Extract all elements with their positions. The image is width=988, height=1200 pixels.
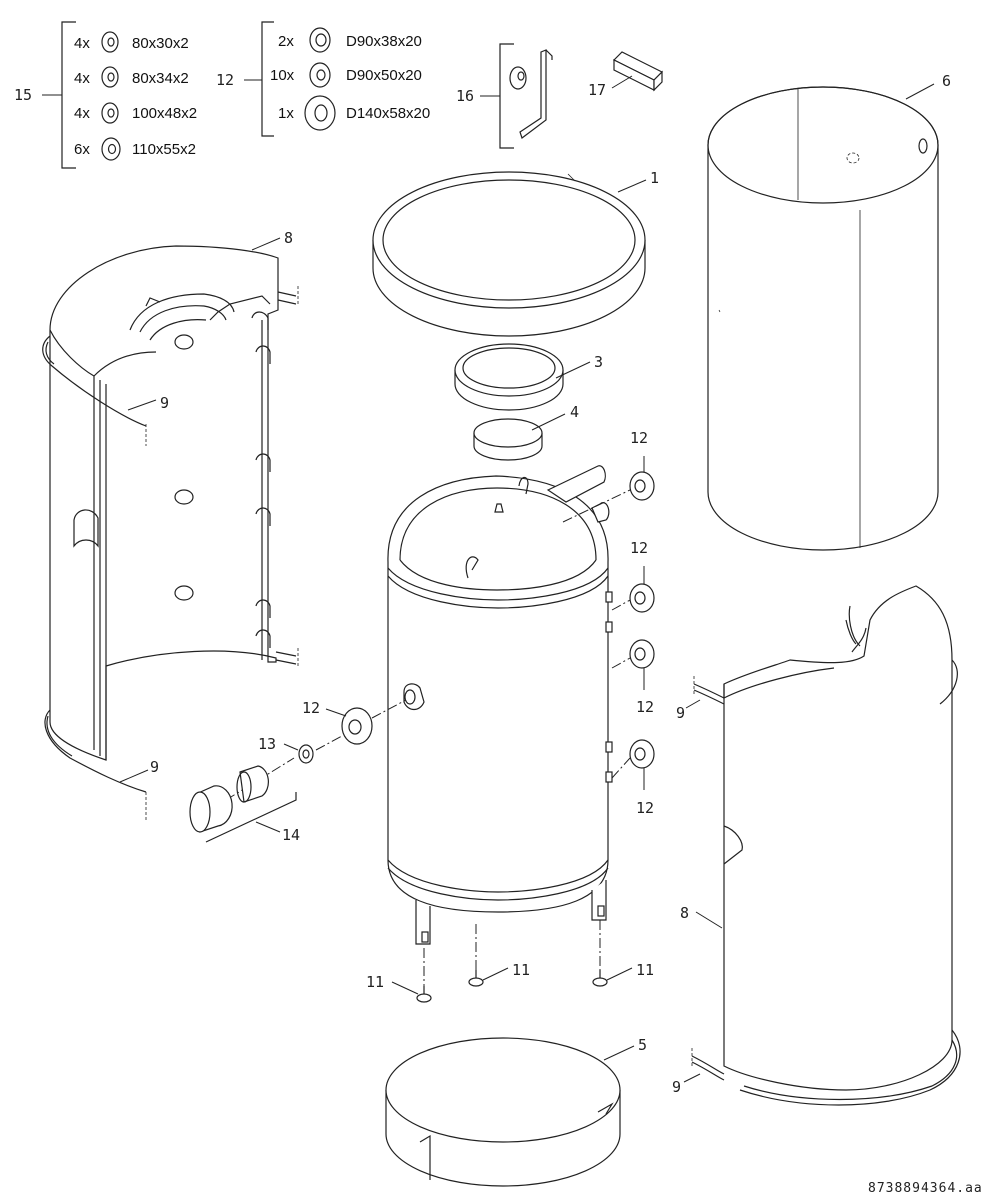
bottom-insulation-5: 5 [385,1036,647,1187]
label-9a: 9 [160,394,169,412]
insulation-ring-12c: 12 [629,639,655,716]
label-14: 14 [282,826,300,844]
kit15-qty-1: 4x [74,35,90,52]
washer-icon [101,66,119,88]
label-11c: 11 [636,961,654,979]
kit12-size-2: D90x50x20 [346,67,422,84]
block-17: 17 [588,51,664,99]
gasket-13: 13 [258,735,314,764]
kit12-qty-3: 1x [278,105,294,122]
label-8a: 8 [284,229,293,247]
label-13: 13 [258,735,276,753]
label-6: 6 [942,72,951,90]
label-5: 5 [638,1036,647,1054]
label-12b: 12 [630,539,648,557]
label-1: 1 [650,169,659,187]
label-12e: 12 [302,699,320,717]
washer-icon [101,137,121,161]
label-9b: 9 [150,758,159,776]
ring-icon [309,62,331,88]
washer-icon [101,31,119,53]
label-12d: 12 [636,799,654,817]
kit12-qty-1: 2x [278,33,294,50]
label-12c: 12 [636,698,654,716]
label-8b: 8 [680,904,689,922]
kit15-size-4: 110x55x2 [132,141,196,158]
label-16: 16 [456,87,474,105]
foot-11a: 11 [366,973,432,1003]
ring-icon [304,95,336,131]
disc-4: 4 [473,403,579,461]
insulation-ring-12b: 12 [629,539,655,613]
label-9d: 9 [672,1078,681,1096]
label-4: 4 [570,403,579,421]
label-12a: 12 [630,429,648,447]
label-11a: 11 [366,973,384,991]
outer-jacket-6: 6 [707,72,951,551]
insulation-half-8-left: 8 9 9 [42,229,299,820]
document-id: 8738894364.aa [868,1181,983,1196]
label-9c: 9 [676,704,685,722]
kit15-size-1: 80x30x2 [132,35,189,52]
storage-tank [387,465,613,945]
kit-15-list: 15 4x 80x30x2 4x 80x34x2 4x 100x48x2 6x … [14,21,197,169]
ring-icon [309,27,331,53]
kit15-qty-4: 6x [74,141,90,158]
top-ring-1: 1 [372,169,659,337]
insulation-ring-12a: 12 [629,429,655,501]
kit12-size-3: D140x58x20 [346,105,430,122]
kit15-size-3: 100x48x2 [132,105,197,122]
foot-11c: 11 [592,961,654,987]
kit15-size-2: 80x34x2 [132,70,189,87]
kit15-qty-2: 4x [74,70,90,87]
foot-11b: 11 [468,961,530,987]
cap-3: 3 [454,343,603,411]
insulation-half-8-right: 8 9 9 [672,585,961,1106]
label-3: 3 [594,353,603,371]
bracket-16: 16 [456,43,553,149]
kit15-qty-3: 4x [74,105,90,122]
insulation-ring-12e: 12 [302,699,373,745]
kit12-size-1: D90x38x20 [346,33,422,50]
label-15: 15 [14,86,32,104]
label-11b: 11 [512,961,530,979]
washer-icon [101,102,119,124]
kit-12-list: 12 2x D90x38x20 10x D90x50x20 1x D140x58… [216,21,430,137]
label-12-kit: 12 [216,71,234,89]
label-17: 17 [588,81,606,99]
kit12-qty-2: 10x [270,67,295,84]
insulation-ring-12d: 12 [629,739,655,817]
plug-14: 14 [189,765,300,844]
